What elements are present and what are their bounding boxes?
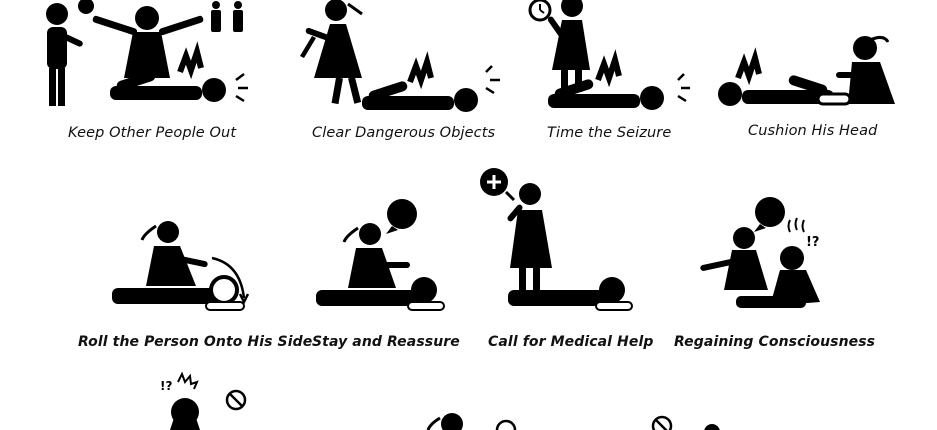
- caption-call: Call for Medical Help: [488, 334, 654, 350]
- call-scene: [480, 168, 633, 311]
- time-scene: [528, 0, 690, 110]
- caption-stay: Stay and Reassure: [312, 334, 460, 350]
- shock-burst-icon: [177, 371, 199, 390]
- caption-time: Time the Seizure: [547, 125, 672, 141]
- speech-bubble-icon: [755, 197, 785, 227]
- knife-icon: [300, 36, 316, 58]
- caption-consciousness: Regaining Consciousness: [674, 334, 876, 350]
- roll-scene: [112, 221, 250, 311]
- speech-bubble-icon: [387, 199, 417, 229]
- prohibited-icon: [225, 389, 247, 411]
- confusion-mark: !?: [160, 379, 172, 393]
- partial-row: !?: [160, 371, 720, 430]
- caption-clear: Clear Dangerous Objects: [312, 125, 496, 141]
- caption-roll: Roll the Person Onto His Side: [78, 334, 313, 350]
- caption-keep-out: Keep Other People Out: [68, 125, 237, 141]
- caption-cushion: Cushion His Head: [748, 123, 878, 139]
- rotate-arrow-icon: [211, 256, 246, 299]
- cushion-icon: [816, 92, 852, 106]
- confusion-mark: !?: [806, 235, 819, 250]
- prohibited-icon: [651, 415, 673, 430]
- consciousness-scene: !?: [700, 197, 820, 308]
- medical-plus-icon: [480, 168, 508, 196]
- cushion-scene: [718, 35, 895, 106]
- stopwatch-icon: [528, 0, 552, 22]
- keep-out-scene: [46, 0, 248, 106]
- stay-scene: [316, 199, 445, 311]
- clear-scene: [300, 0, 500, 112]
- person-partial-icon: [441, 413, 463, 430]
- crowd-icon: [211, 1, 243, 32]
